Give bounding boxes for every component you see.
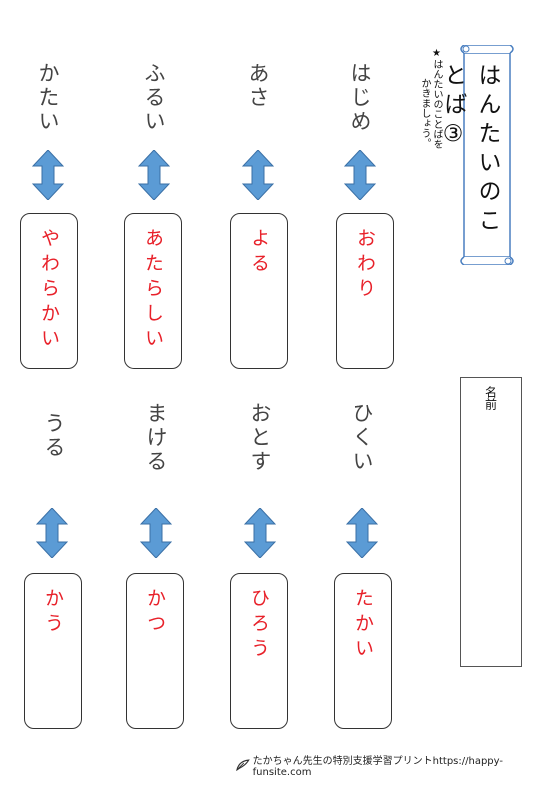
- answer-top-3: あたらしい: [142, 228, 164, 353]
- footer-text[interactable]: たかちゃん先生の特別支援学習プリントhttps://happy-funsite.…: [252, 756, 503, 778]
- word-bottom-3: まける: [144, 402, 168, 474]
- answer-box-bottom-4[interactable]: かう: [24, 573, 82, 729]
- leaf-logo-icon: [236, 759, 250, 771]
- scroll-frame-icon: [460, 45, 514, 265]
- instruction: ★はんたいのことばを かきましょう。: [418, 48, 442, 198]
- word-top-2: あさ: [246, 62, 270, 110]
- double-arrow-icon: [244, 508, 276, 558]
- title-scroll: はんたいのことば③: [440, 45, 516, 265]
- answer-box-bottom-2[interactable]: ひろう: [230, 573, 288, 729]
- double-arrow-icon: [242, 150, 274, 200]
- word-bottom-2: おとす: [248, 402, 272, 474]
- word-top-1: はじめ: [348, 62, 372, 134]
- answer-box-bottom-3[interactable]: かつ: [126, 573, 184, 729]
- double-arrow-icon: [140, 508, 172, 558]
- double-arrow-icon: [346, 508, 378, 558]
- answer-bottom-4: かう: [42, 588, 64, 638]
- footer: たかちゃん先生の特別支援学習プリントhttps://happy-funsite.…: [236, 752, 554, 778]
- instruction-line-1: ★はんたいのことばを: [431, 48, 442, 149]
- answer-box-top-2[interactable]: よる: [230, 213, 288, 369]
- answer-bottom-3: かつ: [144, 588, 166, 638]
- instruction-line-2: かきましょう。: [419, 78, 430, 148]
- name-label-wrap: 名前: [461, 386, 521, 410]
- answer-bottom-1: たかい: [352, 588, 374, 663]
- answer-top-2: よる: [248, 228, 270, 278]
- double-arrow-icon: [36, 508, 68, 558]
- name-box[interactable]: 名前: [460, 377, 522, 667]
- double-arrow-icon: [138, 150, 170, 200]
- word-top-4: かたい: [36, 62, 60, 134]
- answer-top-1: おわり: [354, 228, 376, 303]
- word-bottom-1: ひくい: [350, 402, 374, 474]
- word-top-3: ふるい: [142, 62, 166, 134]
- word-bottom-4: うる: [42, 412, 66, 460]
- answer-bottom-2: ひろう: [248, 588, 270, 663]
- name-label: 名前: [483, 386, 498, 410]
- double-arrow-icon: [32, 150, 64, 200]
- double-arrow-icon: [344, 150, 376, 200]
- answer-box-bottom-1[interactable]: たかい: [334, 573, 392, 729]
- page-title: はんたいのことば③: [440, 63, 500, 237]
- answer-box-top-3[interactable]: あたらしい: [124, 213, 182, 369]
- answer-top-4: やわらかい: [38, 228, 60, 353]
- answer-box-top-4[interactable]: やわらかい: [20, 213, 78, 369]
- answer-box-top-1[interactable]: おわり: [336, 213, 394, 369]
